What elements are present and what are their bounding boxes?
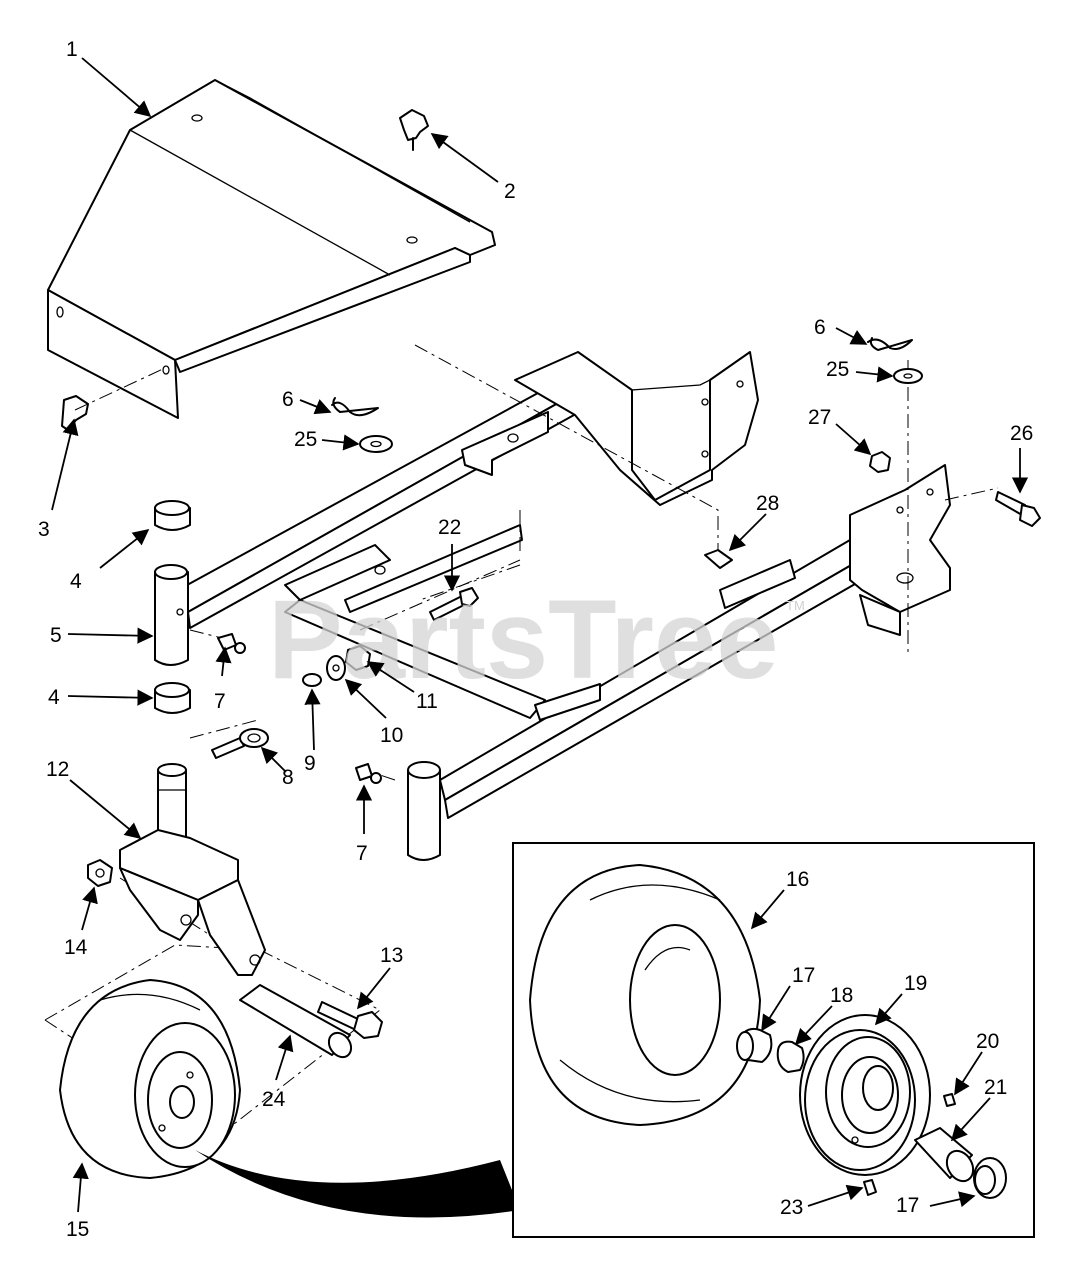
watermark-trademark: TM: [786, 598, 805, 613]
detail-connector: [195, 1150, 520, 1218]
part-25-washer-right: [893, 368, 923, 384]
callout-12: 12: [46, 758, 69, 781]
part-28-clip-nut: [704, 549, 733, 569]
part-19-wheel-hub: [799, 1014, 931, 1176]
callout-18: 18: [830, 984, 853, 1007]
callout-3: 3: [38, 518, 50, 541]
callout-28: 28: [756, 492, 779, 515]
part-17-bushing-left: [736, 1027, 773, 1063]
part-6-hairpin-left: [331, 397, 379, 417]
assembly-centerlines: [44, 344, 999, 1136]
wheel-detail-box: [512, 842, 1035, 1238]
callout-27: 27: [808, 406, 831, 429]
part-5-spindle-tube: [154, 564, 189, 666]
callout-15: 15: [66, 1218, 89, 1241]
callout-17-bottom: 17: [896, 1194, 919, 1217]
part-22-bolt: [429, 587, 479, 621]
callout-9: 9: [304, 752, 316, 775]
part-17-bushing-right: [973, 1157, 1007, 1199]
part-14-nut: [87, 859, 113, 887]
part-4-bushing-bottom: [154, 682, 191, 714]
callout-6-left: 6: [282, 388, 294, 411]
part-8-pin: [211, 728, 269, 759]
callout-5: 5: [50, 624, 62, 647]
callout-19: 19: [904, 972, 927, 995]
callout-8: 8: [282, 766, 294, 789]
part-9-washer: [302, 673, 322, 687]
part-18-spacer: [776, 1040, 805, 1073]
part-3-knob: [61, 395, 89, 431]
part-26-bolt: [995, 491, 1041, 527]
callout-labels: 1 2 3 4 4 5 6 6 7 7 8 9 10 11 12 13 14 1…: [38, 38, 1033, 1241]
callout-11: 11: [416, 690, 438, 713]
part-4-bushing-top: [154, 500, 191, 531]
callout-4-top: 4: [70, 570, 82, 593]
callout-7-right: 7: [356, 842, 368, 865]
part-27-nut: [869, 451, 891, 473]
callout-7-left: 7: [214, 690, 226, 713]
callout-25-left: 25: [294, 428, 317, 451]
part-16-tire: [529, 864, 761, 1126]
callout-20: 20: [976, 1030, 999, 1053]
callout-4-bottom: 4: [48, 686, 60, 709]
callout-17-top: 17: [792, 964, 815, 987]
callout-24: 24: [262, 1088, 286, 1111]
callout-21: 21: [984, 1076, 1007, 1099]
part-21-spacer-tube: [914, 1127, 975, 1183]
callout-2: 2: [504, 180, 516, 203]
leader-lines: [51, 57, 1029, 1213]
callout-16: 16: [786, 868, 809, 891]
part-15-wheel-assembly: [59, 979, 241, 1179]
part-7-grease-fitting-right: [355, 763, 382, 784]
callout-26: 26: [1010, 422, 1033, 445]
part-7-grease-fitting-left: [217, 633, 246, 654]
part-6-hairpin-right: [867, 337, 913, 351]
part-12-caster-yoke: [119, 763, 266, 976]
part-13-bolt: [317, 1001, 383, 1039]
part-24-spacer-tube: [239, 984, 353, 1059]
watermark-text: PartsTree: [268, 577, 779, 702]
callout-10: 10: [380, 724, 403, 747]
callout-22: 22: [438, 516, 461, 539]
callout-13: 13: [380, 944, 403, 967]
callout-23: 23: [780, 1196, 803, 1219]
part-1-cover-plate: [47, 79, 496, 419]
part-20-grease-fitting: [943, 1093, 956, 1107]
callout-1: 1: [66, 38, 78, 61]
callout-25-right: 25: [826, 358, 849, 381]
callout-14: 14: [64, 936, 88, 959]
main-frame: [154, 351, 951, 861]
part-23-grease-fitting: [863, 1179, 877, 1196]
part-10-washer: [326, 655, 346, 681]
part-2-knob: [399, 109, 429, 151]
part-25-washer-left: [359, 435, 393, 453]
callout-6-right: 6: [814, 316, 826, 339]
right-spindle-tube: [407, 761, 441, 861]
